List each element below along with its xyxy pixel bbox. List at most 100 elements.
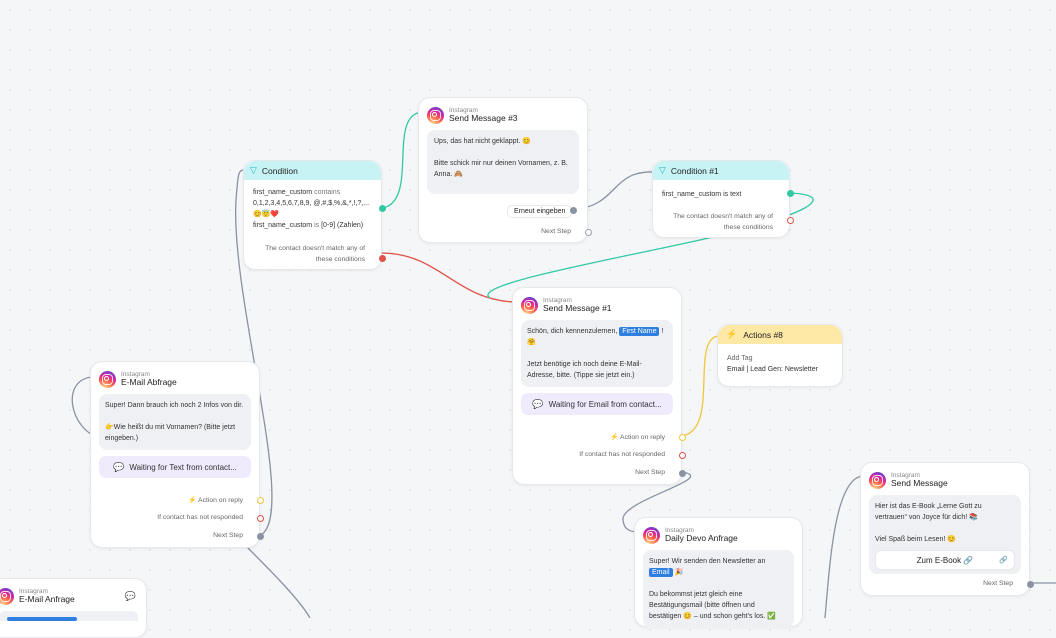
message-text: Bitte schick mir nur deinen Vornamen, z.… (434, 160, 568, 178)
node-condition-1[interactable]: ▽ Condition #1 first_name_custom is text… (652, 160, 794, 238)
node-channel: Instagram (665, 527, 694, 535)
not-responded-label: If contact has not responded (157, 514, 243, 521)
next-step-label: Next Step (541, 228, 571, 235)
message-bubble (0, 611, 138, 621)
node-actions-8[interactable]: ⚡ Actions #8 Add Tag Email | Lead Gen: N… (717, 324, 843, 387)
no-match-label: The contact doesn't match any of these c… (265, 245, 365, 263)
node-daily-devo-anfrage[interactable]: Instagram Daily Devo Anfrage Super! Wir … (634, 517, 803, 628)
node-channel: Instagram (891, 472, 920, 480)
edge-into-send-message[interactable] (824, 475, 863, 618)
message-bubble: Super! Dann brauch ich noch 2 Infos von … (99, 394, 251, 450)
node-send-message-1[interactable]: Instagram Send Message #1 Schön, dich ke… (512, 287, 686, 485)
rule-value: 0,1,2,3,4,5,6,7,8,9, @,#,$,%,&,*,!,?,...… (253, 200, 370, 218)
node-channel: Instagram (19, 588, 48, 596)
bolt-icon: ⚡ (726, 329, 738, 339)
funnel-icon: ▽ (250, 165, 257, 175)
edge-condition-nomatch-to-send1[interactable] (380, 252, 516, 303)
node-title: Daily Devo Anfrage (665, 533, 738, 544)
chat-icon: 💬 (532, 398, 544, 409)
action-on-reply-row: ⚡ Action on reply (188, 496, 243, 504)
message-bubble: Hier ist das E-Book „Lerne Gott zu vertr… (869, 495, 1021, 574)
rule-operator: is (314, 222, 320, 229)
node-email-abfrage[interactable]: Instagram E-Mail Abfrage Super! Dann bra… (90, 361, 264, 548)
next-step-label: Next Step (983, 580, 1013, 587)
next-step-label: Next Step (213, 532, 243, 539)
wait-label: Waiting for Text from contact... (129, 462, 237, 472)
link-icon: 🔗 (999, 557, 1008, 564)
action-on-reply-label: Action on reply (198, 497, 243, 504)
instagram-icon (99, 371, 116, 388)
message-text: Viel Spaß beim Lesen! 😊 (875, 536, 956, 543)
erneut-eingeben-button[interactable]: Erneut eingeben (507, 205, 573, 218)
node-send-message[interactable]: Instagram Send Message Hier ist das E-Bo… (860, 462, 1034, 596)
no-match-label: The contact doesn't match any of these c… (673, 213, 773, 231)
node-condition[interactable]: ▽ Condition first_name_custom contains 0… (243, 160, 386, 270)
next-step-port[interactable] (1027, 581, 1034, 588)
message-text: Du bekommst jetzt gleich eine Bestätigun… (649, 591, 776, 620)
rule-port[interactable] (379, 205, 386, 212)
edge-email-anfrage-down[interactable] (239, 539, 311, 618)
instagram-icon (521, 297, 538, 314)
first-name-variable-chip[interactable]: First Name (619, 327, 660, 336)
condition-rules: first_name_custom contains 0,1,2,3,4,5,6… (244, 180, 381, 231)
rule-field: first_name_custom (253, 189, 313, 196)
node-title: Actions #8 (743, 329, 783, 340)
message-text: Super! Dann brauch ich noch 2 Infos von … (105, 402, 244, 409)
message-text: 🎉 (674, 569, 684, 576)
not-responded-port[interactable] (257, 515, 264, 522)
message-bubble: Schön, dich kennenzulernen, First Name !… (521, 320, 673, 387)
action-on-reply-port[interactable] (257, 497, 264, 504)
message-text: Jetzt benötige ich noch deine E-Mail-Adr… (527, 361, 642, 379)
message-text: ! 🤗 (527, 328, 664, 346)
instagram-icon (427, 107, 444, 124)
funnel-icon: ▽ (659, 165, 666, 175)
instagram-icon (869, 472, 886, 489)
node-title: E-Mail Abfrage (121, 377, 177, 388)
node-title: Send Message #3 (449, 113, 518, 124)
next-step-label: Next Step (635, 469, 665, 476)
wait-for-reply-block[interactable]: 💬 Waiting for Email from contact... (521, 393, 673, 415)
node-channel: Instagram (543, 297, 572, 305)
node-channel: Instagram (121, 371, 150, 379)
message-bubble: Ups, das hat nicht geklappt. 😊 Bitte sch… (427, 130, 579, 194)
action-on-reply-port[interactable] (679, 434, 686, 441)
next-step-port[interactable] (679, 470, 686, 477)
rule-port[interactable] (787, 190, 794, 197)
action-on-reply-label: Action on reply (620, 434, 665, 441)
chat-icon[interactable]: 💬 (124, 591, 136, 601)
bolt-icon: ⚡ (610, 434, 619, 441)
instagram-icon (0, 588, 14, 605)
message-text: Hier ist das E-Book „Lerne Gott zu vertr… (875, 503, 982, 521)
node-title: E-Mail Anfrage (19, 594, 75, 605)
rule-field: first_name_custom (253, 222, 313, 229)
node-title: Send Message (891, 478, 948, 489)
bolt-icon: ⚡ (188, 497, 197, 504)
instagram-icon (643, 527, 660, 544)
chat-icon: 💬 (113, 461, 125, 472)
node-channel: Instagram (449, 107, 478, 115)
message-bubble: Super! Wir senden den Newsletter an Emai… (643, 550, 794, 628)
message-text: 👉Wie heißt du mit Vornamen? (Bitte jetzt… (105, 424, 236, 442)
button-port[interactable] (570, 207, 577, 214)
action-tag: Email | Lead Gen: Newsletter (727, 366, 818, 373)
edge-send1-reply-to-actions8[interactable] (681, 335, 719, 437)
node-send-message-3[interactable]: Instagram Send Message #3 Ups, das hat n… (418, 97, 592, 243)
message-text: Schön, dich kennenzulernen, (527, 328, 618, 335)
no-match-port[interactable] (787, 217, 794, 224)
node-email-anfrage[interactable]: Instagram E-Mail Anfrage 💬 (0, 578, 147, 638)
message-text: Ups, das hat nicht geklappt. 😊 (434, 138, 532, 145)
wait-label: Waiting for Email from contact... (548, 399, 662, 409)
node-title: Send Message #1 (543, 303, 612, 314)
next-step-port[interactable] (585, 229, 592, 236)
next-step-port[interactable] (257, 533, 264, 540)
email-variable-chip[interactable]: Email (649, 568, 673, 577)
action-type: Add Tag (727, 355, 753, 362)
not-responded-port[interactable] (679, 452, 686, 459)
condition-rule: first_name_custom is text (662, 191, 742, 198)
button-label: Zum E-Book 🔗 (916, 555, 974, 565)
no-match-port[interactable] (379, 255, 386, 262)
wait-for-reply-block[interactable]: 💬 Waiting for Text from contact... (99, 456, 251, 478)
zum-ebook-button[interactable]: Zum E-Book 🔗 🔗 (875, 550, 1015, 570)
message-text: Super! Wir senden den Newsletter an (649, 558, 766, 565)
rule-operator: contains (314, 189, 341, 196)
